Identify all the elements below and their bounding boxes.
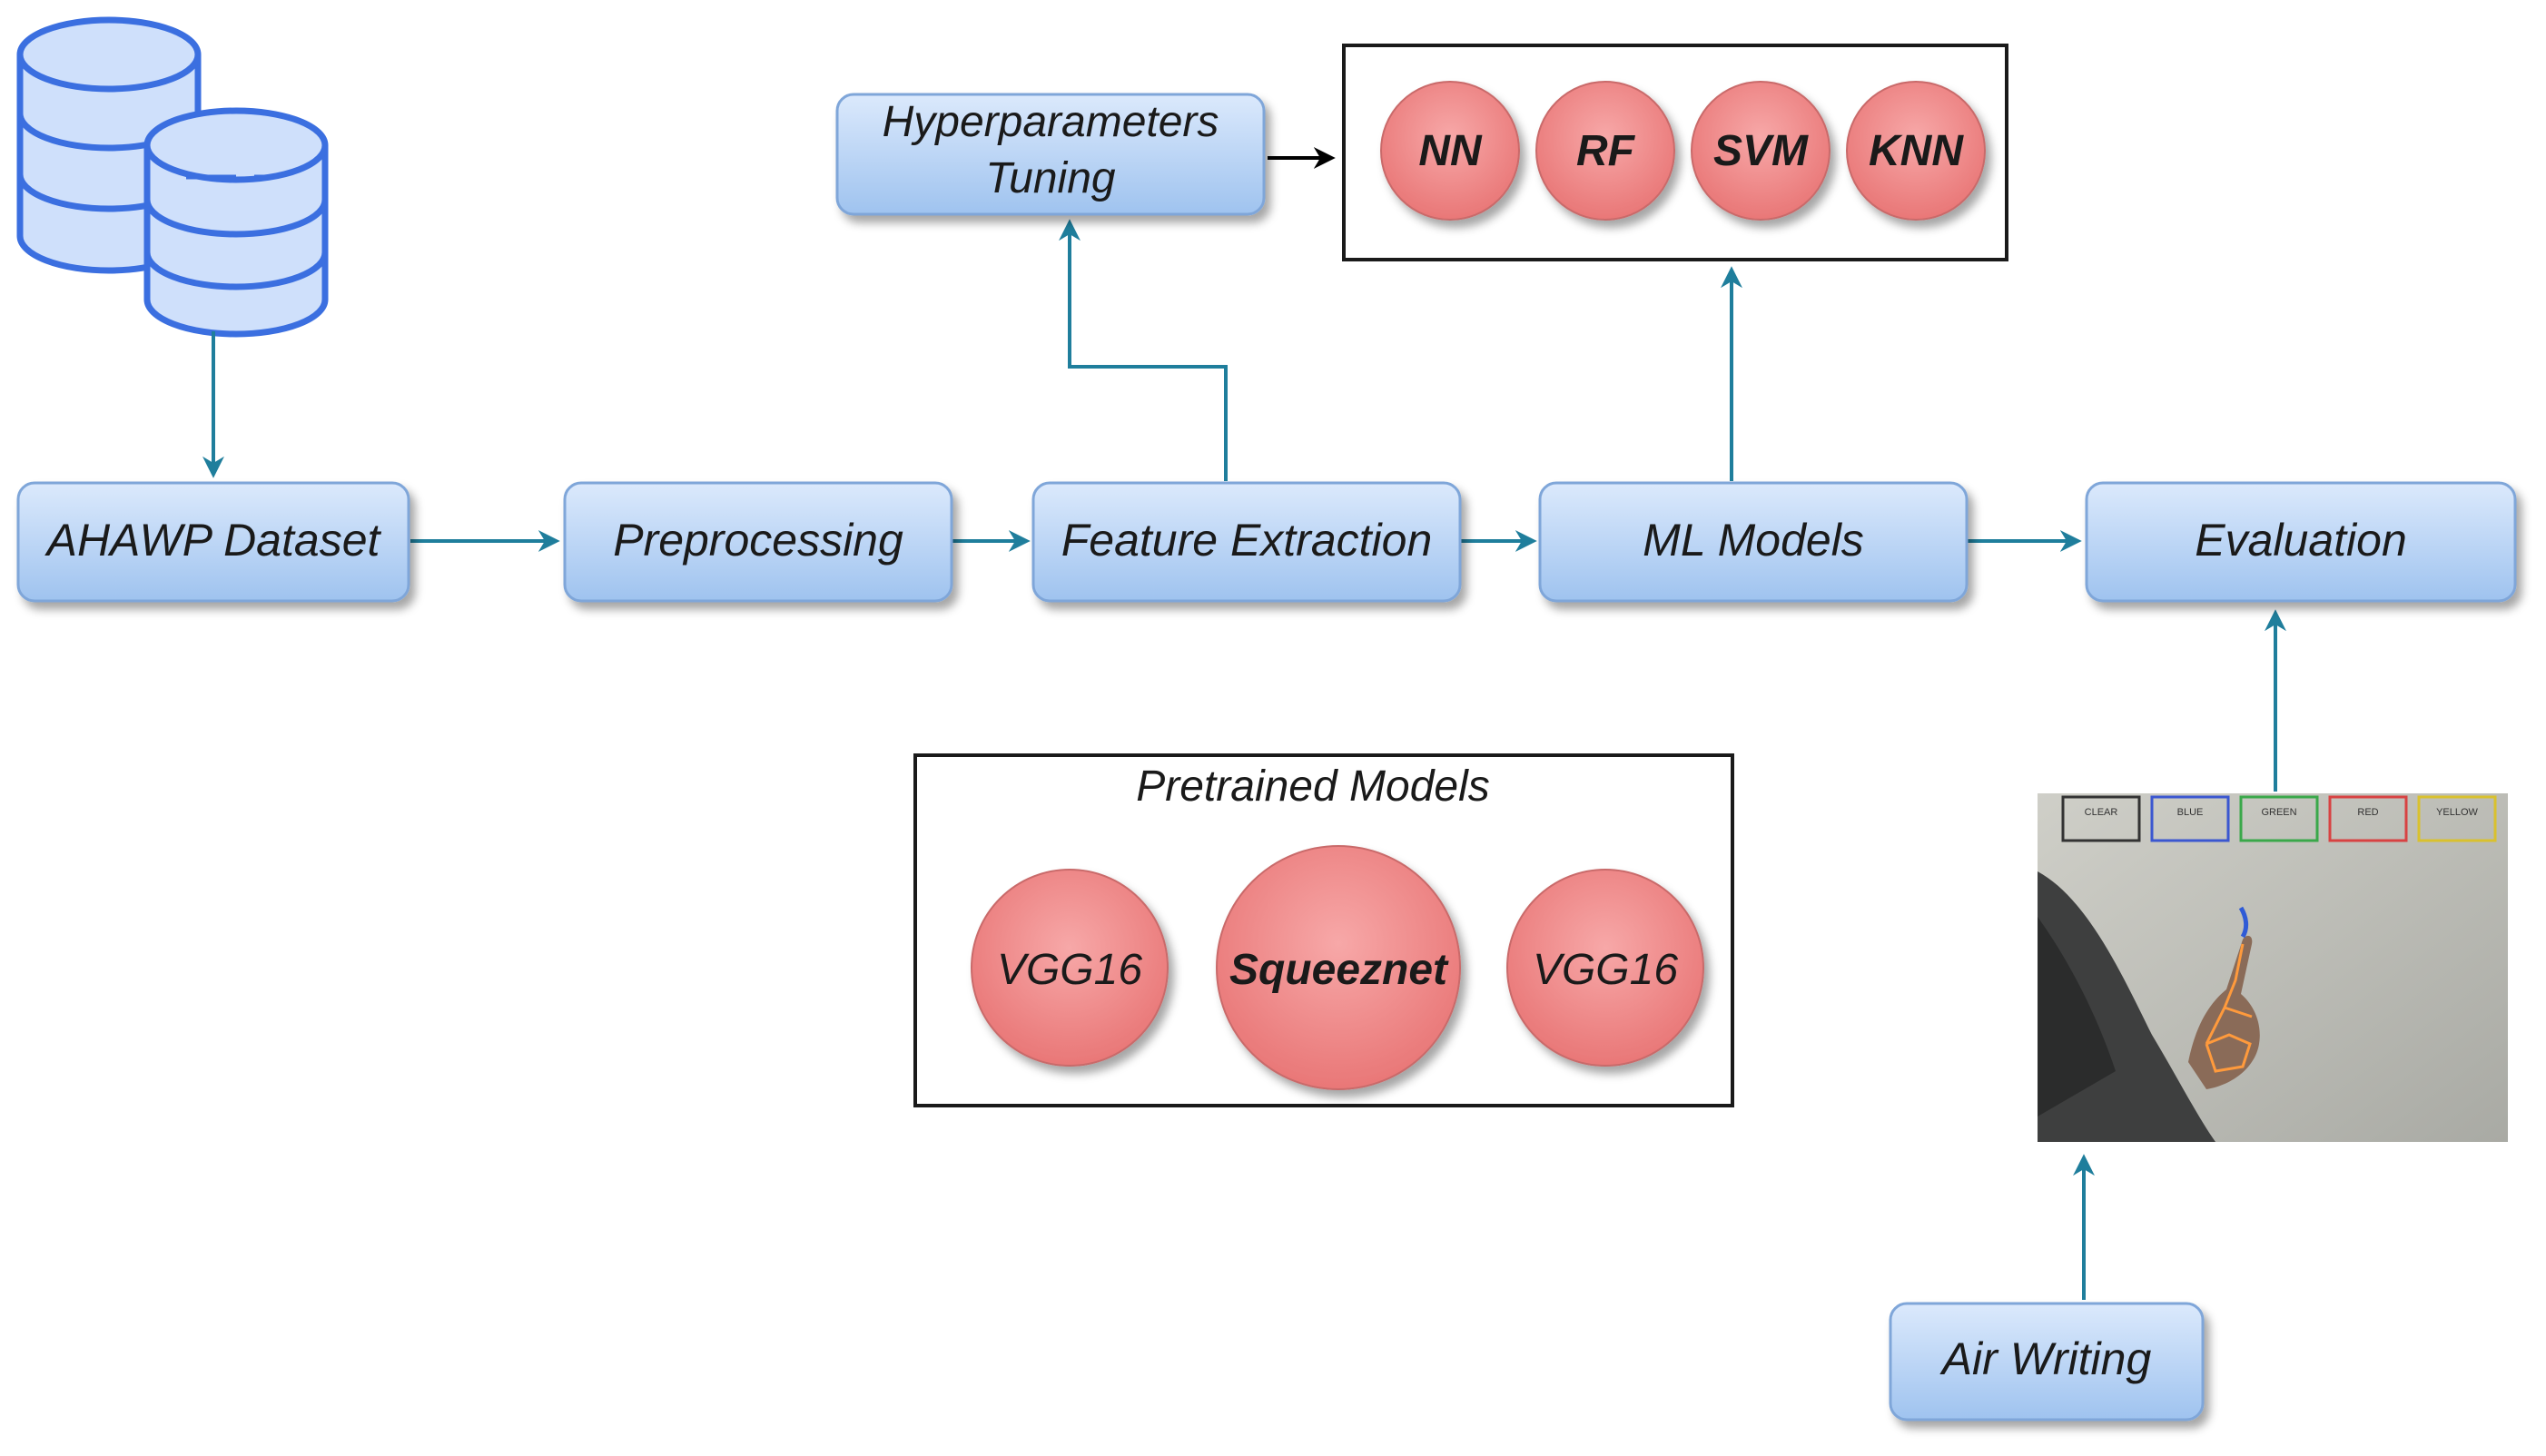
pretrained-model-1-label: VGG16 — [997, 946, 1142, 994]
color-button-red-label: RED — [2357, 807, 2378, 818]
pretrained-title: Pretrained Models — [1136, 762, 1490, 811]
classifier-rf-label: RF — [1576, 127, 1636, 175]
pretrained-group: Pretrained Models VGG16 Squeeznet VGG16 — [913, 753, 1734, 1107]
classifier-svm-label: SVM — [1713, 127, 1809, 175]
classifier-nn: NN — [1380, 81, 1520, 221]
classifier-svm: SVM — [1691, 81, 1831, 221]
feature-extraction-box: Feature Extraction — [1031, 481, 1462, 603]
arrow-feature-to-hyperparameters — [1059, 219, 1228, 481]
color-button-red: RED — [2328, 795, 2408, 842]
color-button-blue: BLUE — [2150, 795, 2230, 842]
classifier-knn: KNN — [1846, 81, 1986, 221]
color-button-blue-label: BLUE — [2177, 807, 2204, 818]
connectors — [202, 147, 2286, 1300]
preprocessing-label: Preprocessing — [613, 515, 903, 566]
hyperparameters-label-line1: Hyperparameters — [883, 98, 1219, 146]
color-button-green: GREEN — [2239, 795, 2319, 842]
dataset-label: AHAWP Dataset — [44, 515, 382, 566]
evaluation-box: Evaluation — [2085, 481, 2517, 603]
air-writing-label: Air Writing — [1939, 1333, 2152, 1384]
color-button-green-label: GREEN — [2261, 807, 2296, 818]
database-icon — [16, 16, 329, 338]
hyperparameters-box: Hyperparameters Tuning — [835, 93, 1266, 216]
pretrained-model-1: VGG16 — [971, 869, 1169, 1067]
classifier-rf: RF — [1535, 81, 1675, 221]
ml-models-label: ML Models — [1643, 515, 1864, 566]
color-button-clear-label: CLEAR — [2085, 807, 2118, 818]
pretrained-model-3: VGG16 — [1506, 869, 1704, 1067]
pretrained-model-2-label: Squeeznet — [1229, 946, 1449, 994]
ml-models-box: ML Models — [1538, 481, 1969, 603]
color-button-clear: CLEAR — [2061, 795, 2141, 842]
air-writing-box: Air Writing — [1889, 1302, 2205, 1422]
feature-extraction-label: Feature Extraction — [1061, 515, 1433, 566]
classifier-nn-label: NN — [1418, 127, 1483, 175]
pretrained-model-3-label: VGG16 — [1533, 946, 1678, 994]
classifier-group: NN RF SVM KNN — [1342, 44, 2008, 261]
classifier-knn-label: KNN — [1869, 127, 1964, 175]
pretrained-model-2: Squeeznet — [1216, 845, 1461, 1090]
dataset-box: AHAWP Dataset — [16, 481, 410, 603]
evaluation-label: Evaluation — [2195, 515, 2407, 566]
hyperparameters-label-line2: Tuning — [985, 154, 1116, 202]
color-button-yellow: YELLOW — [2417, 795, 2497, 842]
air-writing-photo: CLEAR BLUE GREEN RED YELLOW — [2038, 793, 2508, 1142]
preprocessing-box: Preprocessing — [563, 481, 953, 603]
color-button-yellow-label: YELLOW — [2436, 807, 2478, 818]
